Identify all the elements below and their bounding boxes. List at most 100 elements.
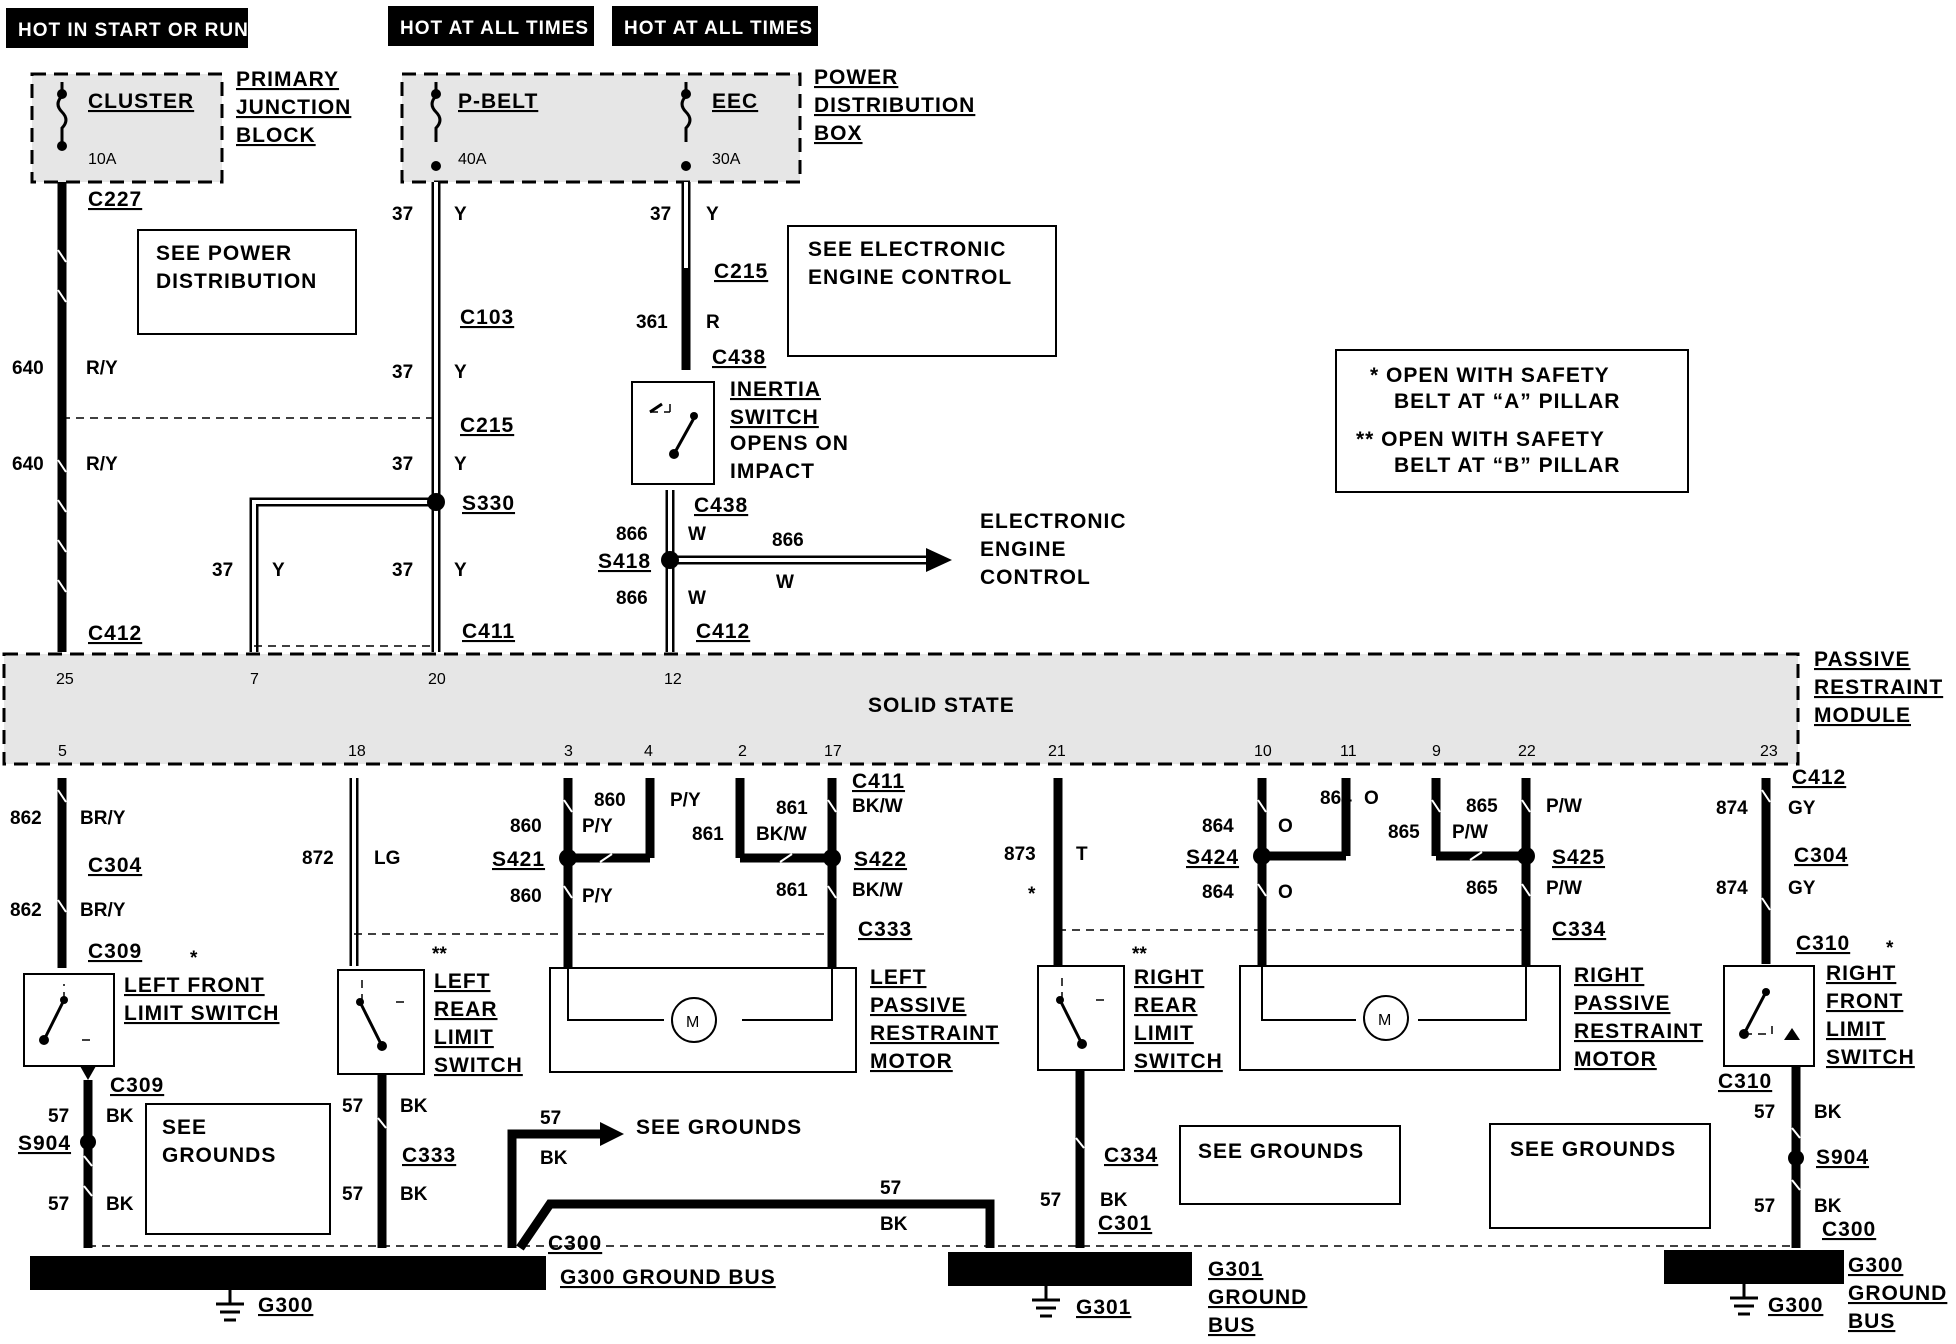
svg-text:LEFT: LEFT xyxy=(870,966,927,989)
svg-text:SEE ELECTRONIC: SEE ELECTRONIC xyxy=(808,238,1006,261)
note-see-power-distribution: SEE POWER DISTRIBUTION xyxy=(137,229,357,335)
svg-text:37: 37 xyxy=(650,204,671,225)
conn-c333-a: C333 xyxy=(858,918,912,941)
svg-text:25: 25 xyxy=(56,671,74,688)
svg-text:SWITCH: SWITCH xyxy=(1826,1046,1915,1069)
wire-640-color-2: R/Y xyxy=(86,454,118,475)
svg-text:865: 865 xyxy=(1388,822,1420,843)
svg-text:860: 860 xyxy=(594,790,626,811)
power-tag-all-times-1: HOT AT ALL TIMES xyxy=(388,6,594,46)
svg-text:RESTRAINT: RESTRAINT xyxy=(1574,1020,1703,1043)
svg-text:BK: BK xyxy=(400,1184,428,1205)
svg-text:BELT AT “A” PILLAR: BELT AT “A” PILLAR xyxy=(1394,390,1620,413)
svg-text:P/W: P/W xyxy=(1546,878,1582,899)
svg-text:23: 23 xyxy=(1760,743,1778,760)
pdb-label-1: POWER xyxy=(814,66,898,89)
svg-text:**: ** xyxy=(432,944,447,965)
svg-text:LIMIT: LIMIT xyxy=(434,1026,494,1049)
g301-label: G301 xyxy=(1076,1296,1131,1319)
svg-text:** OPEN WITH SAFETY: ** OPEN WITH SAFETY xyxy=(1356,428,1605,451)
conn-c301: C301 xyxy=(1098,1212,1152,1235)
svg-text:11: 11 xyxy=(1340,743,1357,760)
svg-text:866: 866 xyxy=(616,588,648,609)
svg-text:10: 10 xyxy=(1254,743,1272,760)
g300b-bus-label-3: BUS xyxy=(1848,1310,1895,1333)
svg-text:SEE POWER: SEE POWER xyxy=(156,242,292,265)
svg-text:873: 873 xyxy=(1004,844,1036,865)
svg-text:LIMIT: LIMIT xyxy=(1826,1018,1886,1041)
svg-text:57: 57 xyxy=(48,1194,69,1215)
svg-text:866: 866 xyxy=(772,530,804,551)
svg-text:12: 12 xyxy=(664,671,682,688)
conn-c411-a: C411 xyxy=(462,620,515,643)
g301-bus-label-1: G301 xyxy=(1208,1258,1263,1281)
fuse-eec-name: EEC xyxy=(712,90,758,113)
primary-junction-label-3: BLOCK xyxy=(236,124,316,147)
svg-text:S424: S424 xyxy=(1186,846,1239,869)
right-passive-restraint-motor: M xyxy=(1239,965,1561,1071)
svg-text:BK: BK xyxy=(880,1214,908,1235)
fuse-cluster-icon xyxy=(56,82,68,142)
module-label-2: RESTRAINT xyxy=(1814,676,1943,699)
svg-text:GROUNDS: GROUNDS xyxy=(162,1144,276,1167)
svg-text:860: 860 xyxy=(510,816,542,837)
primary-junction-label-2: JUNCTION xyxy=(236,96,351,119)
svg-text:P/Y: P/Y xyxy=(582,886,613,907)
svg-text:37: 37 xyxy=(212,560,233,581)
svg-text:BK: BK xyxy=(106,1106,134,1127)
svg-text:SEE GROUNDS: SEE GROUNDS xyxy=(1510,1138,1676,1161)
g300b-label: G300 xyxy=(1768,1294,1823,1317)
conn-c310-b: C310 xyxy=(1718,1070,1772,1093)
svg-text:4: 4 xyxy=(644,743,653,760)
svg-text:P/Y: P/Y xyxy=(582,816,613,837)
svg-text:RIGHT: RIGHT xyxy=(1574,964,1644,987)
svg-text:P/W: P/W xyxy=(1452,822,1488,843)
left-front-limit-switch xyxy=(23,973,115,1080)
svg-text:PASSIVE: PASSIVE xyxy=(870,994,966,1017)
conn-c300-b: C300 xyxy=(1822,1218,1876,1241)
svg-text:Y: Y xyxy=(706,204,719,225)
svg-text:RESTRAINT: RESTRAINT xyxy=(870,1022,999,1045)
module-solid-state: SOLID STATE xyxy=(868,694,1015,717)
g300-ground-bus xyxy=(30,1256,546,1322)
g301-bus-label-3: BUS xyxy=(1208,1314,1255,1337)
svg-text:PASSIVE: PASSIVE xyxy=(1574,992,1670,1015)
conn-c412-c: C412 xyxy=(1792,766,1846,789)
svg-text:57: 57 xyxy=(1754,1102,1775,1123)
svg-text:*: * xyxy=(1886,938,1894,959)
svg-text:SEE: SEE xyxy=(162,1116,207,1139)
svg-text:BK: BK xyxy=(1814,1196,1842,1217)
splice-s330-label: S330 xyxy=(462,492,515,515)
g301-bus-label-2: GROUND xyxy=(1208,1286,1307,1309)
note-see-grounds-1: SEE GROUNDS xyxy=(145,1103,331,1235)
svg-text:866: 866 xyxy=(616,524,648,545)
svg-text:22: 22 xyxy=(1518,743,1536,760)
svg-text:REAR: REAR xyxy=(1134,994,1198,1017)
svg-text:SWITCH: SWITCH xyxy=(1134,1050,1223,1073)
svg-text:BK: BK xyxy=(400,1096,428,1117)
pdb-label-3: BOX xyxy=(814,122,863,145)
svg-text:861: 861 xyxy=(776,880,808,901)
fuse-pbelt-icon xyxy=(430,82,442,142)
svg-text:S422: S422 xyxy=(854,848,907,871)
svg-text:RIGHT: RIGHT xyxy=(1826,962,1896,985)
note-see-grounds-3: SEE GROUNDS xyxy=(1489,1123,1711,1229)
svg-text:BK: BK xyxy=(1100,1190,1128,1211)
primary-junction-label-1: PRIMARY xyxy=(236,68,339,91)
svg-text:57: 57 xyxy=(342,1184,363,1205)
svg-text:57: 57 xyxy=(1754,1196,1775,1217)
svg-text:FRONT: FRONT xyxy=(1826,990,1903,1013)
svg-text:*: * xyxy=(1028,884,1036,905)
svg-text:BELT AT “B” PILLAR: BELT AT “B” PILLAR xyxy=(1394,454,1620,477)
svg-text:20: 20 xyxy=(428,671,446,688)
svg-text:BK/W: BK/W xyxy=(852,880,903,901)
inertia-label-1: INERTIA xyxy=(730,378,821,401)
svg-text:BK/W: BK/W xyxy=(756,824,807,845)
conn-c309-a: C309 xyxy=(88,940,142,963)
svg-text:Y: Y xyxy=(454,560,467,581)
power-tag-start-run: HOT IN START OR RUN xyxy=(6,8,248,48)
conn-c310-a: C310 xyxy=(1796,932,1850,955)
lf-limit-label-2: LIMIT SWITCH xyxy=(124,1002,279,1025)
svg-text:W: W xyxy=(688,524,706,545)
svg-text:ENGINE CONTROL: ENGINE CONTROL xyxy=(808,266,1012,289)
